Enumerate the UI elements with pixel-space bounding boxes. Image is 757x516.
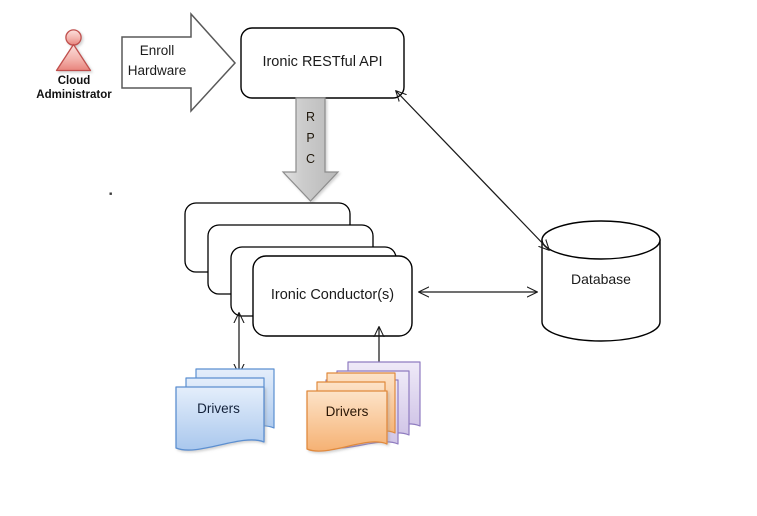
- drivers-blue-stack: [175, 368, 275, 451]
- database-cylinder: [541, 220, 661, 342]
- driver-doc-orange-front: [306, 390, 388, 452]
- actor-person-icon: [55, 29, 92, 72]
- stray-dot-artifact: [109, 192, 112, 195]
- api-database-connector: [396, 91, 549, 250]
- enroll-hardware-block-arrow: [121, 12, 237, 113]
- drivers-orange-stack: [306, 361, 421, 452]
- rpc-down-arrow: [281, 97, 340, 202]
- ironic-conductor-stack: [184, 202, 413, 337]
- driver-doc-blue-front: [175, 386, 265, 451]
- conductor-card-front: [252, 255, 413, 337]
- ironic-restful-api-box: [240, 27, 405, 99]
